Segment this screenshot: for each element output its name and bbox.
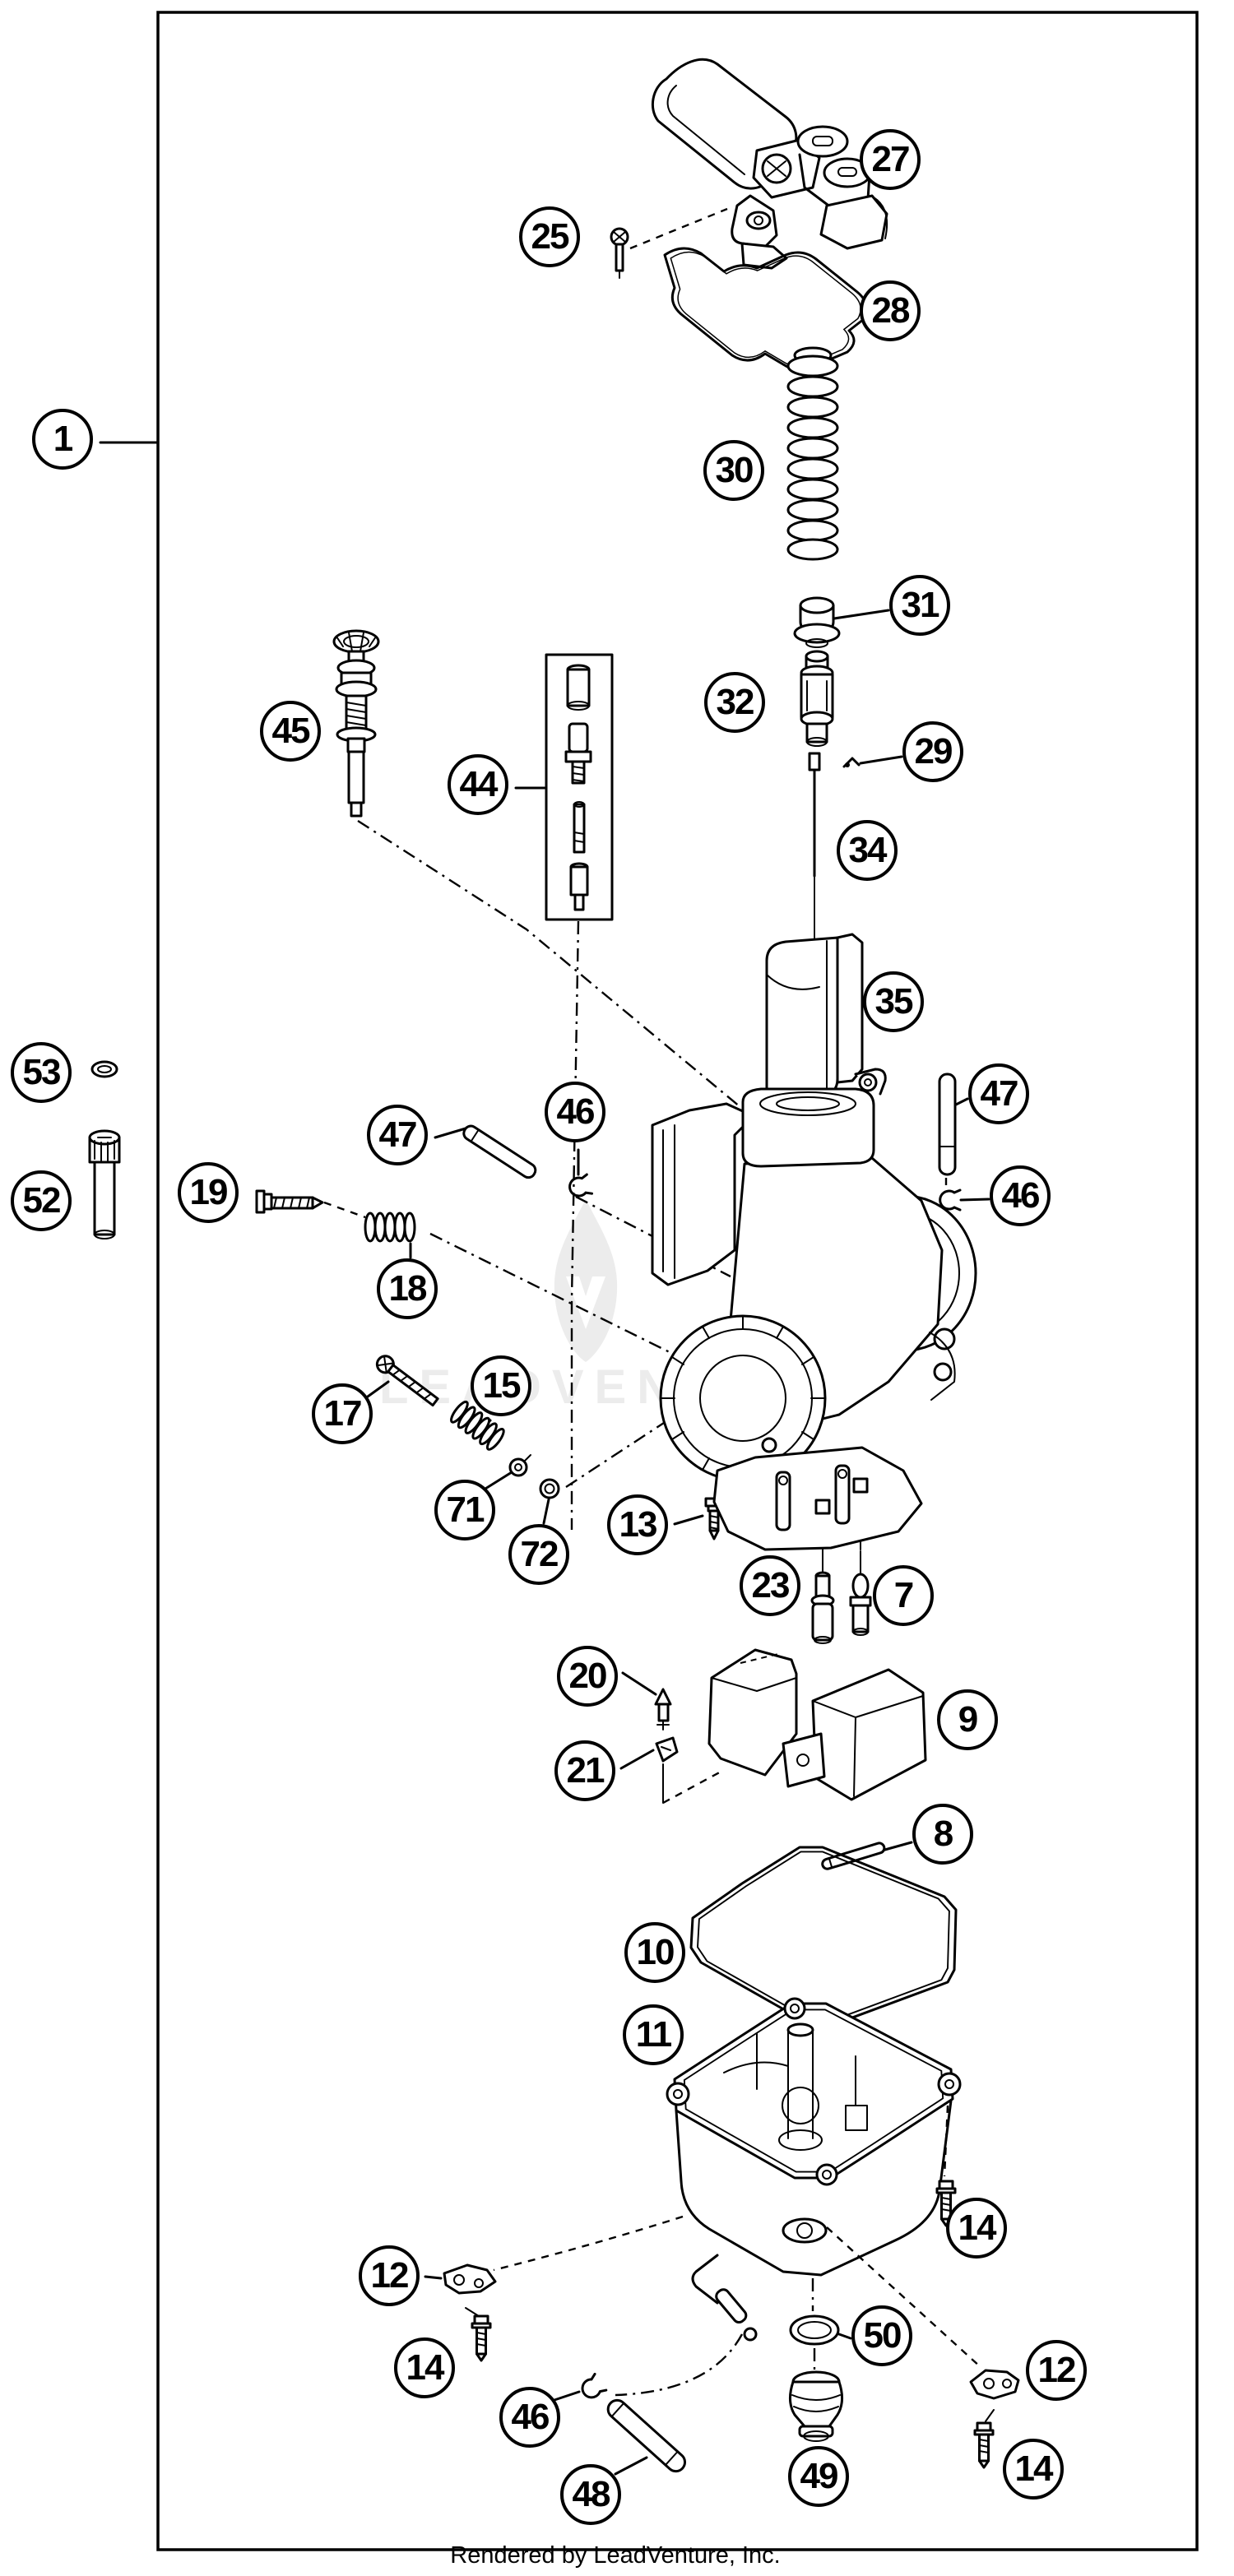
callout-14[interactable]: 14	[1003, 2439, 1064, 2500]
callout-19[interactable]: 19	[178, 1162, 239, 1223]
callout-17[interactable]: 17	[312, 1383, 373, 1444]
part-32-needle-holder	[800, 650, 834, 747]
part-46-clip-right	[939, 1188, 962, 1212]
part-carburetor-body	[651, 1068, 977, 1551]
part-20-float-valve	[654, 1688, 672, 1730]
part-52-plug-screw	[88, 1129, 121, 1239]
callout-49[interactable]: 49	[788, 2446, 849, 2507]
callout-44[interactable]: 44	[448, 754, 508, 815]
callout-71[interactable]: 71	[434, 1480, 495, 1541]
part-34-jet-needle	[808, 752, 821, 944]
part-12-hose-bracket-left	[443, 2263, 497, 2295]
callout-10[interactable]: 10	[624, 1922, 685, 1983]
callout-21[interactable]: 21	[554, 1740, 615, 1801]
part-15-stop-spring	[450, 1400, 505, 1451]
footer-credit: Rendered by LeadVenture, Inc.	[450, 2542, 780, 2569]
part-17-stop-screw	[375, 1355, 439, 1407]
callout-35[interactable]: 35	[863, 971, 924, 1032]
part-72-oring	[539, 1478, 560, 1499]
callout-46[interactable]: 46	[499, 2387, 560, 2448]
part-45-choke-plunger	[332, 629, 380, 818]
part-46-clip-bottom	[581, 2372, 608, 2399]
callout-48[interactable]: 48	[560, 2464, 621, 2525]
callout-46[interactable]: 46	[990, 1165, 1051, 1226]
callout-13[interactable]: 13	[607, 1494, 668, 1555]
callout-50[interactable]: 50	[851, 2305, 912, 2366]
part-19-adjuster-screw	[255, 1189, 324, 1214]
callout-11[interactable]: 11	[623, 2004, 684, 2065]
part-23-needle-jet	[810, 1571, 835, 1644]
callout-20[interactable]: 20	[557, 1646, 618, 1707]
part-44-jet-kit	[545, 653, 614, 921]
flame-logo-icon	[554, 1199, 618, 1362]
callout-12[interactable]: 12	[1026, 2340, 1087, 2401]
callout-25[interactable]: 25	[519, 206, 580, 267]
callout-30[interactable]: 30	[703, 440, 764, 501]
callout-46[interactable]: 46	[545, 1082, 605, 1142]
part-53-oring	[90, 1060, 118, 1078]
callout-34[interactable]: 34	[837, 820, 898, 881]
callout-72[interactable]: 72	[508, 1524, 569, 1585]
callout-8[interactable]: 8	[912, 1804, 973, 1865]
callout-47[interactable]: 47	[367, 1105, 428, 1165]
callout-45[interactable]: 45	[260, 701, 321, 762]
part-11-float-bowl	[666, 1997, 962, 2342]
part-21-valve-clip	[655, 1736, 679, 1763]
callout-53[interactable]: 53	[11, 1042, 72, 1103]
part-7-main-jet	[849, 1550, 872, 1636]
callout-23[interactable]: 23	[740, 1555, 800, 1616]
part-28-cover-gasket	[663, 247, 869, 371]
part-49-filter-nut	[789, 2370, 843, 2442]
part-18-adjuster-spring	[364, 1212, 416, 1243]
part-9-float	[707, 1648, 927, 1801]
part-47-pin-left	[462, 1124, 537, 1179]
part-14-bracket-screw-left	[471, 2314, 492, 2362]
callout-14[interactable]: 14	[394, 2337, 455, 2398]
callout-12[interactable]: 12	[359, 2245, 420, 2306]
callout-7[interactable]: 7	[873, 1565, 934, 1626]
callout-52[interactable]: 52	[11, 1170, 72, 1231]
part-10-bowl-gasket	[689, 1846, 958, 2027]
callout-18[interactable]: 18	[377, 1258, 438, 1319]
part-47-pin-right	[938, 1073, 957, 1176]
part-12-hose-bracket-right	[969, 2369, 1020, 2400]
callout-29[interactable]: 29	[902, 721, 963, 782]
part-71-washer	[508, 1454, 531, 1477]
callout-14[interactable]: 14	[946, 2198, 1007, 2259]
part-29-needle-clip	[842, 757, 861, 768]
callout-1[interactable]: 1	[32, 409, 93, 470]
part-27-throttle-cover	[651, 58, 888, 270]
part-50-oring	[789, 2314, 840, 2346]
part-30-slide-spring	[786, 346, 839, 561]
diagram-border	[156, 11, 1199, 2551]
part-31-spring-seat	[793, 596, 841, 648]
part-48-overflow-tube	[606, 2398, 687, 2473]
callout-9[interactable]: 9	[937, 1689, 998, 1750]
callout-28[interactable]: 28	[860, 280, 921, 341]
part-14-bracket-screw-right	[973, 2421, 995, 2469]
callout-27[interactable]: 27	[860, 129, 921, 190]
part-25-screw	[610, 227, 629, 279]
callout-15[interactable]: 15	[471, 1355, 531, 1416]
part-46-clip-mid	[568, 1173, 594, 1198]
callout-31[interactable]: 31	[889, 575, 950, 636]
callout-47[interactable]: 47	[968, 1063, 1029, 1124]
callout-32[interactable]: 32	[704, 672, 765, 733]
